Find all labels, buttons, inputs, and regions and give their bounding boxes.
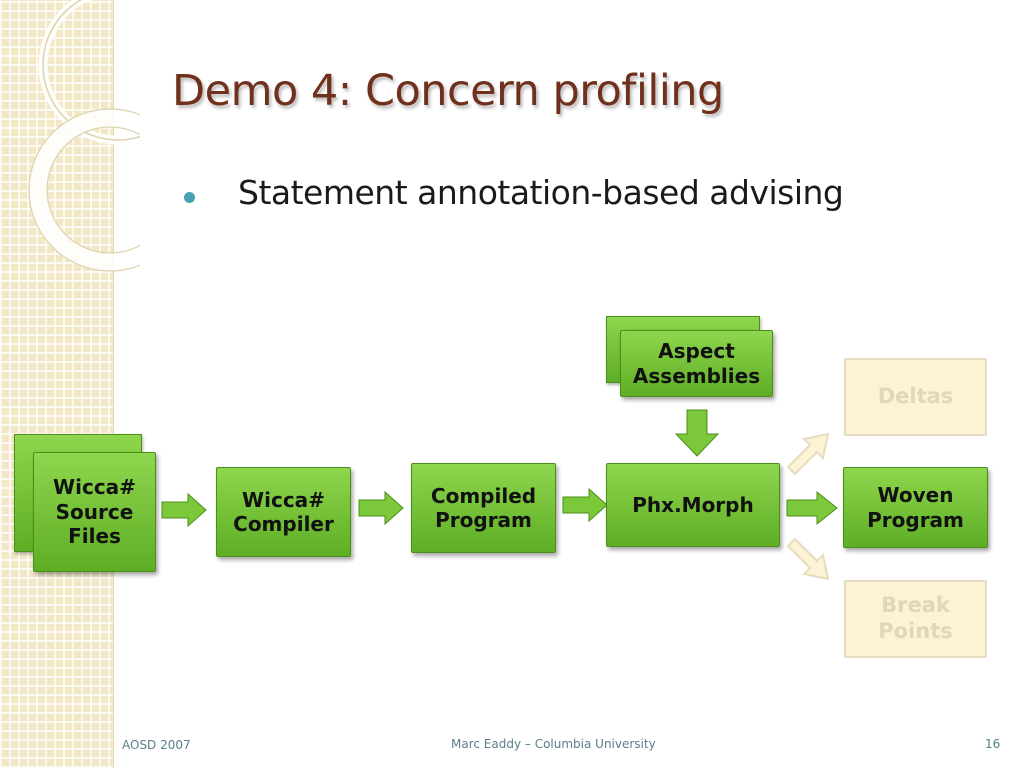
aspect-assemblies-label: Aspect Assemblies [632,339,761,388]
deltas-label: Deltas [877,384,954,409]
woven-program-label: Woven Program [867,483,964,532]
arrow-right-icon [786,490,838,526]
deltas-box: Deltas [844,358,987,436]
compiler-box: Wicca# Compiler [216,467,351,557]
bullet-dot [184,192,195,203]
arrow-down-icon [674,409,720,457]
bullet-text: Statement annotation-based advising [238,173,844,212]
woven-program-box: Woven Program [843,467,988,548]
footer-left: AOSD 2007 [122,738,191,752]
footer-center: Marc Eaddy – Columbia University [451,737,656,751]
footer-page-number: 16 [985,737,1001,751]
compiled-program-label: Compiled Program [430,483,537,532]
break-points-box: Break Points [844,580,987,658]
aspect-assemblies-box: Aspect Assemblies [620,330,773,397]
compiler-label: Wicca# Compiler [233,487,334,536]
phx-morph-box: Phx.Morph [606,463,780,547]
arrow-right-icon [161,492,207,528]
arrow-right-icon [358,490,404,526]
break-points-label: Break Points [878,593,953,643]
source-files-label: Wicca# Source Files [53,475,136,549]
source-files-box: Wicca# Source Files [33,452,156,572]
decorative-circles [28,0,140,272]
phx-morph-label: Phx.Morph [632,492,754,517]
arrow-down-right-icon [786,537,830,581]
slide-title: Demo 4: Concern profiling [172,66,724,116]
arrow-right-icon [562,487,608,523]
arrow-up-right-icon [786,432,830,476]
compiled-program-box: Compiled Program [411,463,556,553]
